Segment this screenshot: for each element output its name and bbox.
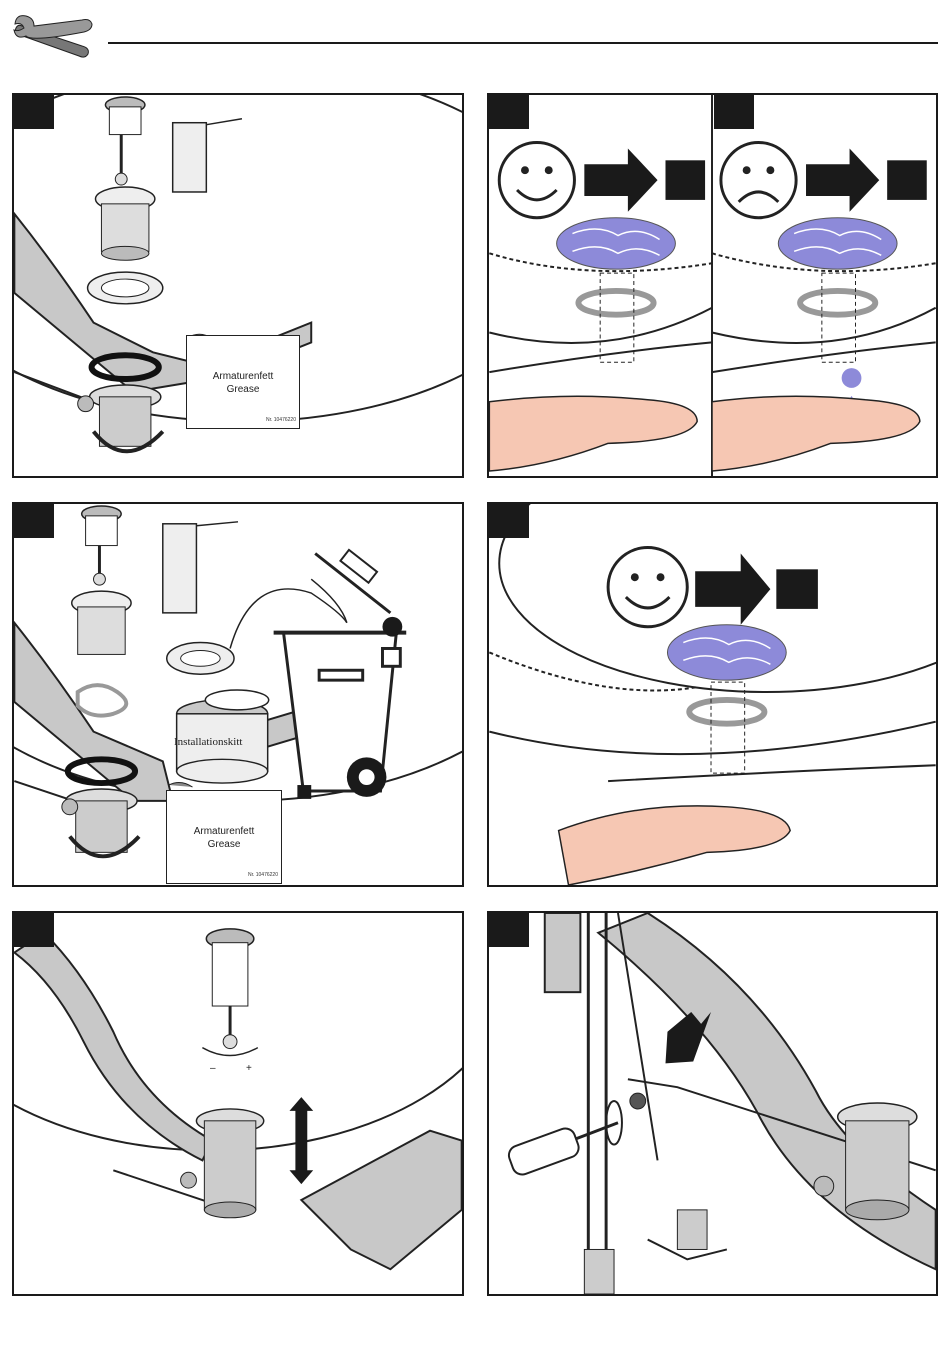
plus-label: + (246, 1063, 252, 1074)
step-number-badge (14, 95, 54, 129)
grease-label: Armaturenfett Grease Nr. 10476220 (186, 335, 300, 429)
step-number-badge (489, 913, 529, 947)
grease-label-line2: Grease (167, 838, 281, 851)
step-number-badge (14, 504, 54, 538)
final-leak-test-illustration (489, 504, 936, 885)
grease-label-line1: Armaturenfett (167, 825, 281, 838)
plug-adjustment-illustration (14, 913, 462, 1294)
step-panel-3: Installationskitt Armaturenfett Grease N… (12, 502, 464, 887)
step-panel-5: – + (12, 911, 464, 1296)
grease-label-line1: Armaturenfett (187, 370, 299, 383)
step-panel-1: Armaturenfett Grease Nr. 10476220 (12, 93, 464, 478)
step-number-badge (14, 913, 54, 947)
step-number-badge-alt (714, 95, 754, 129)
grease-part-number: Nr. 10476220 (266, 414, 296, 427)
grease-part-number: Nr. 10476220 (248, 869, 278, 882)
rod-fixing-illustration (489, 913, 936, 1294)
step-panel-2 (487, 93, 938, 478)
step-panel-6 (487, 911, 938, 1296)
putty-label: Installationskitt (174, 736, 242, 748)
grease-label: Armaturenfett Grease Nr. 10476220 (166, 790, 282, 884)
leak-test-illustration (489, 95, 936, 476)
step-number-badge (489, 95, 529, 129)
step-number-badge (489, 504, 529, 538)
step-panel-4 (487, 502, 938, 887)
minus-label: – (210, 1063, 216, 1074)
tools-icon (12, 12, 96, 66)
grease-label-line2: Grease (187, 383, 299, 396)
header-rule (108, 42, 938, 44)
